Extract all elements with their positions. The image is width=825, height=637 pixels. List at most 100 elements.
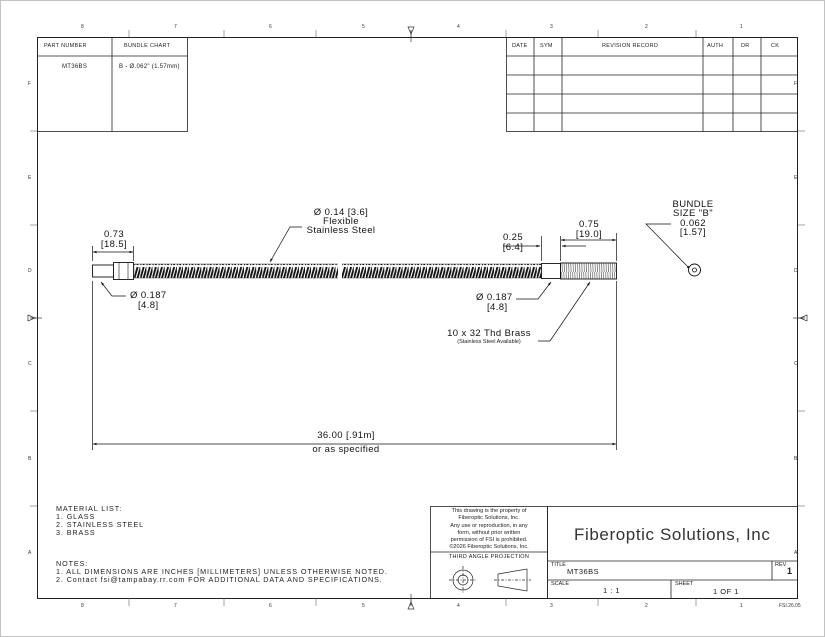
dim-thread-spec: 10 x 32 Thd Brass [447, 328, 531, 339]
zone-label-right-f: F [794, 81, 798, 87]
brass-thread [560, 262, 617, 280]
rev-col-ck: CK [771, 43, 780, 49]
rev-col-date: DATE [512, 43, 528, 49]
dim-overall-note: or as specified [312, 444, 380, 455]
part-number-value: MT36BS [62, 64, 88, 70]
zone-label-bottom-2: 2 [645, 603, 648, 609]
zone-label-left-e: E [28, 175, 32, 181]
material-list-item-2: 2. STAINLESS STEEL [56, 520, 144, 529]
legal-line-3: Any use or reproduction, in any [450, 522, 528, 529]
left-ferrule [92, 262, 134, 280]
revision-block [506, 37, 798, 132]
document-code: FSI.26.05 [779, 603, 801, 609]
dim-overall-length: 36.00 [.91m] [317, 430, 375, 441]
bundle-callout-line4: [1.57] [679, 227, 707, 238]
dim-right-diameter: Ø 0.187 [476, 292, 513, 303]
third-angle-projection-icon [449, 566, 531, 594]
material-list-title: MATERIAL LIST: [56, 504, 123, 513]
flexible-stainless-tube [134, 263, 541, 279]
zone-label-top-4: 4 [457, 24, 460, 30]
zone-label-left-d: D [28, 268, 32, 274]
note-item-2: 2. Contact fsi@tampabay.rr.com FOR ADDIT… [56, 575, 383, 584]
rev-col-record: REVISION RECORD [602, 43, 659, 49]
zone-label-right-b: B [794, 456, 798, 462]
bundle-chart-header: BUNDLE CHART [124, 43, 171, 49]
zone-label-bottom-6: 6 [269, 603, 272, 609]
zone-label-bottom-4: 4 [457, 603, 460, 609]
projection-label: THIRD ANGLE PROJECTION [448, 554, 530, 560]
zone-label-top-1: 1 [740, 24, 743, 30]
zone-label-bottom-3: 3 [550, 603, 553, 609]
dim-left-ferrule-length: 0.73 [103, 229, 125, 240]
dim-right-collar-length-mm: [6.4] [502, 242, 524, 253]
part-number-header: PART NUMBER [44, 43, 87, 49]
note-item-1: 1. ALL DIMENSIONS ARE INCHES [MILLIMETER… [56, 567, 388, 576]
legal-line-2: Fiberoptic Solutions, Inc. [458, 515, 520, 522]
sheet-label: SHEET [675, 581, 694, 587]
zone-label-right-c: C [794, 361, 798, 367]
dim-thread-note: (Stainless Steel Available) [457, 339, 521, 345]
zone-label-bottom-5: 5 [362, 603, 365, 609]
dim-left-diameter-mm: [4.8] [138, 300, 159, 311]
bundle-chart-value: B - Ø.062" (1.57mm) [119, 64, 180, 70]
dimension-lines [93, 238, 616, 446]
material-list-item-3: 3. BRASS [56, 528, 96, 537]
zone-label-top-5: 5 [362, 24, 365, 30]
zone-label-right-d: D [794, 268, 798, 274]
zone-label-left-a: A [28, 550, 32, 556]
rev-col-dr: DR [741, 43, 750, 49]
right-collar [541, 263, 561, 279]
dim-tube-diameter: Ø 0.14 [3.6] [313, 207, 369, 218]
scale-value: 1 : 1 [603, 586, 621, 595]
sheet-value: 1 OF 1 [713, 587, 739, 596]
zone-ticks [30, 30, 805, 606]
notes-title: NOTES: [56, 559, 89, 568]
part-number-block [37, 37, 188, 132]
dim-tube-material: Stainless Steel [306, 225, 376, 236]
material-list-item-1: 1. GLASS [56, 512, 96, 521]
zone-label-right-a: A [794, 550, 798, 556]
zone-label-top-2: 2 [645, 24, 648, 30]
legal-line-5: permission of FSI is prohibited. [450, 537, 528, 544]
legal-line-6: ©2026 Fiberoptic Solutions, Inc. [449, 544, 529, 551]
rev-col-sym: SYM [540, 43, 553, 49]
bundle-end-view [688, 263, 701, 277]
rev-label: REV [775, 562, 787, 568]
bundle-callout-line2: SIZE "B" [672, 208, 714, 219]
title-value: MT36BS [567, 567, 600, 576]
dim-right-collar-length: 0.25 [502, 232, 524, 243]
title-block [547, 506, 798, 599]
zone-label-top-3: 3 [550, 24, 553, 30]
legal-notice: This drawing is the property of Fiberopt… [432, 508, 546, 552]
dim-thread-length: 0.75 [578, 219, 600, 230]
zone-label-bottom-7: 7 [174, 603, 177, 609]
title-label: TITLE [551, 562, 566, 568]
company-name: Fiberoptic Solutions, Inc [574, 525, 771, 544]
rev-col-auth: AUTH [707, 43, 724, 49]
leader-lines [100, 223, 691, 342]
dim-left-ferrule-length-mm: [18.5] [100, 239, 128, 250]
legal-line-4: form, without prior written [457, 529, 521, 536]
legal-line-1: This drawing is the property of [451, 508, 527, 514]
zone-label-left-b: B [28, 456, 32, 462]
dim-right-diameter-mm: [4.8] [487, 302, 508, 313]
zone-label-bottom-1: 1 [740, 603, 743, 609]
zone-label-left-f: F [28, 81, 32, 87]
sheet-inner-border [37, 37, 798, 599]
zone-label-top-6: 6 [269, 24, 272, 30]
rev-value: 1 [787, 566, 793, 576]
bundle-callout-line3: 0.062 [680, 218, 706, 229]
zone-label-left-c: C [28, 361, 32, 367]
extension-lines [92, 233, 617, 450]
dim-thread-length-mm: [19.0] [575, 229, 603, 240]
bundle-callout-line1: BUNDLE [672, 199, 714, 210]
scale-label: SCALE [551, 581, 570, 587]
zone-label-right-e: E [794, 175, 798, 181]
zone-label-top-8: 8 [81, 24, 84, 30]
dim-tube-flexible: Flexible [323, 216, 359, 227]
zone-label-top-7: 7 [174, 24, 177, 30]
centering-arrow-icons [27, 26, 808, 610]
dim-left-diameter: Ø 0.187 [130, 290, 167, 301]
zone-label-bottom-8: 8 [81, 603, 84, 609]
